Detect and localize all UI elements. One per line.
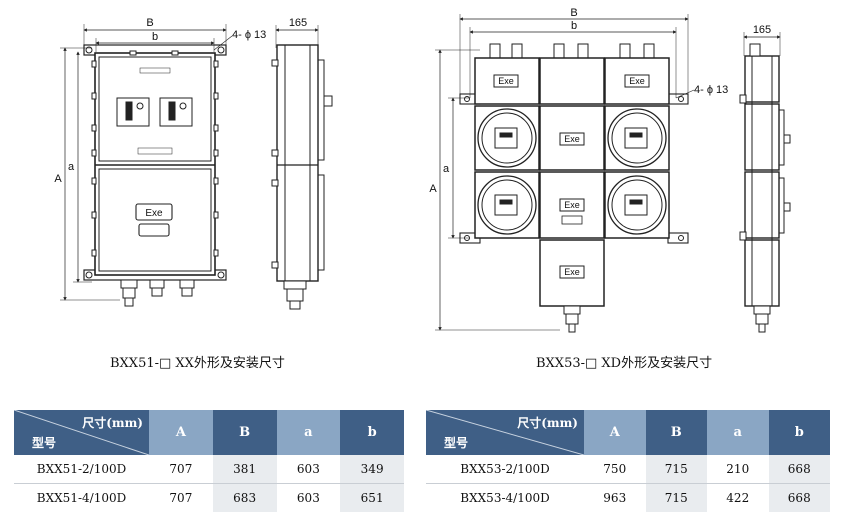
value-cell: 603 — [296, 491, 320, 505]
left-dim-a: a — [68, 161, 75, 173]
header-size-label: 尺寸(mm) — [517, 416, 578, 430]
right-dim-a: a — [443, 163, 450, 175]
value-cell: 603 — [276, 455, 341, 484]
header-model-label: 型号 — [444, 436, 469, 450]
table-row: BXX53-4/100D 963 715 422 668 — [426, 483, 830, 512]
col-header-b: b — [340, 410, 404, 455]
spec-table-left: 尺寸(mm) 型号 A B a b BXX51-2/100D 707 381 6… — [14, 410, 404, 512]
value-cell: 668 — [768, 455, 830, 484]
right-dim-A: A — [429, 183, 437, 195]
header-size-label: 尺寸(mm) — [82, 416, 143, 430]
exe-label-2: Exe — [629, 76, 645, 86]
left-dim-depth: 165 — [289, 17, 307, 29]
right-dim-depth: 165 — [753, 24, 771, 36]
col-header-B: B — [645, 410, 707, 455]
right-side-view — [739, 32, 791, 333]
left-dim-b: b — [152, 31, 158, 43]
value-cell: 210 — [707, 455, 769, 484]
table-header: 尺寸(mm) 型号 A B a b — [426, 410, 830, 455]
exe-label-1: Exe — [498, 76, 514, 86]
header-model-label: 型号 — [32, 436, 57, 450]
col-header-a: a — [276, 410, 341, 455]
right-front-view — [435, 14, 695, 333]
spec-table-right: 尺寸(mm) 型号 A B a b BXX53-2/100D 750 715 2… — [426, 410, 830, 512]
left-dim-A: A — [54, 173, 62, 185]
exe-label-3: Exe — [564, 134, 580, 144]
col-header-a: a — [707, 410, 769, 455]
left-front-view — [60, 24, 233, 307]
left-dim-hole: 4- ϕ 13 — [232, 29, 266, 41]
right-dim-hole: 4- ϕ 13 — [694, 84, 728, 96]
col-header-A: A — [149, 410, 213, 455]
left-dim-B: B — [146, 17, 153, 29]
model-cell: BXX53-2/100D — [426, 455, 584, 484]
value-cell: 750 — [584, 455, 646, 484]
table-row: BXX53-2/100D 750 715 210 668 — [426, 455, 830, 484]
exe-label-5: Exe — [564, 267, 580, 277]
caption-left: BXX51-□ XX外形及安装尺寸 — [110, 356, 285, 371]
table-header: 尺寸(mm) 型号 A B a b — [14, 410, 404, 455]
col-header-A: A — [584, 410, 646, 455]
value-cell: 422 — [726, 491, 750, 505]
header-model-cell: 尺寸(mm) 型号 — [426, 410, 584, 455]
header-model-cell: 尺寸(mm) 型号 — [14, 410, 149, 455]
header-diagonal — [426, 410, 584, 455]
right-dim-B: B — [570, 7, 577, 19]
value-cell: 715 — [645, 483, 707, 512]
table-row: BXX51-2/100D 707 381 603 349 — [14, 455, 404, 484]
model-cell: BXX53-4/100D — [460, 491, 550, 505]
caption-right: BXX53-□ XD外形及安装尺寸 — [536, 356, 713, 371]
left-exe-label: Exe — [145, 208, 163, 219]
exe-label-4: Exe — [564, 200, 580, 210]
value-cell: 683 — [212, 483, 277, 512]
value-cell: 715 — [645, 455, 707, 484]
value-cell: 651 — [340, 483, 404, 512]
col-header-B: B — [212, 410, 277, 455]
left-side-view — [271, 25, 333, 310]
value-cell: 349 — [340, 455, 404, 484]
model-cell: BXX51-4/100D — [36, 491, 127, 505]
model-cell: BXX51-2/100D — [14, 455, 149, 484]
technical-drawings: B b 4- ϕ 13 A a Exe 165 — [54, 7, 791, 333]
col-header-b: b — [768, 410, 830, 455]
value-cell: 707 — [149, 455, 213, 484]
value-cell: 707 — [169, 491, 193, 505]
right-dim-b: b — [571, 20, 577, 32]
table-row: BXX51-4/100D 707 683 603 651 — [14, 483, 404, 512]
value-cell: 963 — [603, 491, 627, 505]
header-diagonal — [14, 410, 149, 455]
value-cell: 381 — [212, 455, 277, 484]
value-cell: 668 — [768, 483, 830, 512]
